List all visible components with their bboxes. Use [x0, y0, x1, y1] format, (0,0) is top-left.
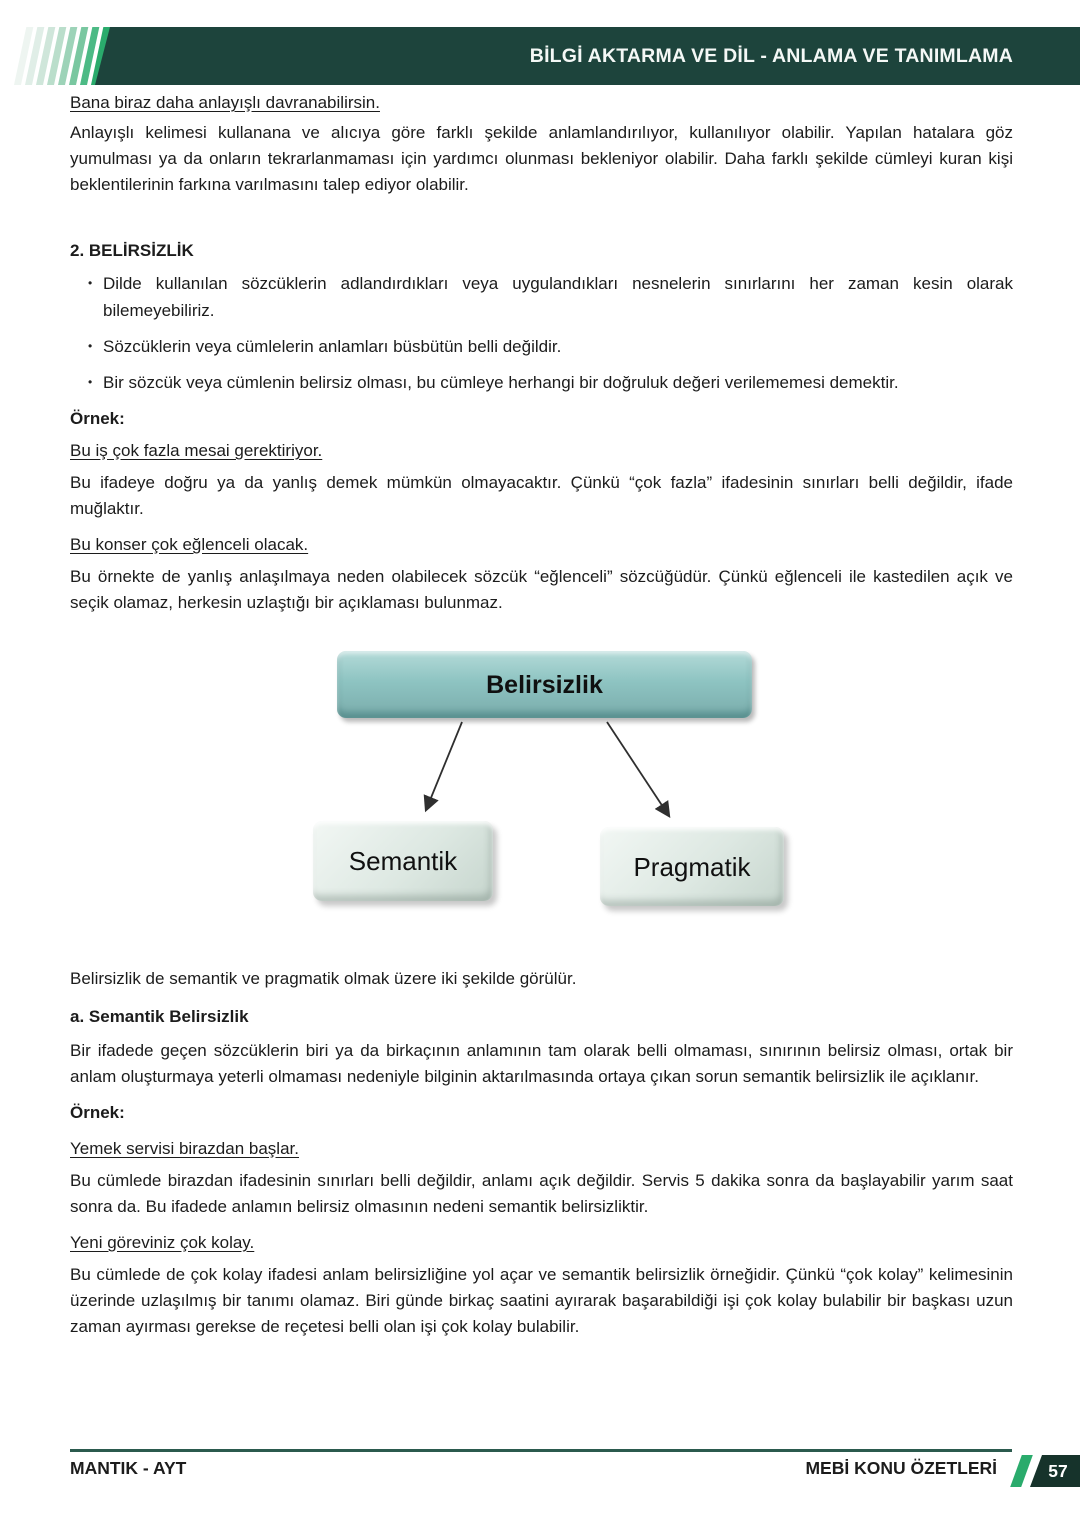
example-explanation: Bu cümlede birazdan ifadesinin sınırları…	[70, 1171, 1013, 1216]
section-2-heading: 2. BELİRSİZLİK	[70, 241, 194, 260]
example-sentence: Bu konser çok eğlenceli olacak.	[70, 535, 309, 554]
example-sentence: Bu iş çok fazla mesai gerektiriyor.	[70, 441, 323, 460]
header-bar: BİLGİ AKTARMA VE DİL - ANLAMA VE TANIMLA…	[95, 27, 1080, 85]
example-label: Örnek:	[70, 409, 125, 428]
intro-paragraph: Anlayışlı kelimesi kullanana ve alıcıya …	[70, 123, 1013, 194]
page-number-badge: 57	[1030, 1455, 1080, 1487]
section-a-paragraph: Bir ifadede geçen sözcüklerin biri ya da…	[70, 1041, 1013, 1086]
bullet-item: Dilde kullanılan sözcüklerin adlandırdık…	[88, 270, 1013, 324]
header-stripes-decoration	[14, 27, 111, 85]
diagram-node-label: Belirsizlik	[486, 670, 603, 699]
after-diagram-paragraph: Belirsizlik de semantik ve pragmatik olm…	[70, 969, 577, 988]
footer-rule	[70, 1449, 1012, 1452]
bullet-item: Sözcüklerin veya cümlelerin anlamları bü…	[88, 333, 1013, 360]
content: Bana biraz daha anlayışlı davranabilirsi…	[70, 90, 1013, 1340]
diagram-node-belirsizlik: Belirsizlik	[337, 651, 752, 718]
page-title: BİLGİ AKTARMA VE DİL - ANLAMA VE TANIMLA…	[529, 44, 1013, 67]
example-sentence: Yeni göreviniz çok kolay.	[70, 1233, 255, 1252]
footer-green-slant	[1010, 1455, 1033, 1487]
example-sentence: Yemek servisi birazdan başlar.	[70, 1139, 299, 1158]
diagram-node-semantik: Semantik	[313, 821, 493, 901]
concept-diagram: Belirsizlik Semantik Pragmatik	[70, 644, 1013, 936]
footer-left-label: MANTIK - AYT	[70, 1458, 187, 1478]
intro-example-heading: Bana biraz daha anlayışlı davranabilirsi…	[70, 93, 380, 112]
diagram-node-label: Pragmatik	[633, 851, 751, 882]
section-a-heading: a. Semantik Belirsizlik	[70, 1007, 249, 1026]
example-explanation: Bu cümlede de çok kolay ifadesi anlam be…	[70, 1265, 1013, 1336]
bullet-list: Dilde kullanılan sözcüklerin adlandırdık…	[70, 270, 1013, 396]
example-label: Örnek:	[70, 1103, 125, 1122]
page-number: 57	[1048, 1460, 1068, 1481]
footer-right-label: MEBİ KONU ÖZETLERİ	[805, 1458, 997, 1478]
page-header: BİLGİ AKTARMA VE DİL - ANLAMA VE TANIMLA…	[0, 27, 1080, 85]
example-explanation: Bu ifadeye doğru ya da yanlış demek mümk…	[70, 473, 1013, 518]
bullet-item: Bir sözcük veya cümlenin belirsiz olması…	[88, 369, 1013, 396]
diagram-node-label: Semantik	[348, 846, 458, 876]
diagram-node-pragmatik: Pragmatik	[600, 827, 784, 906]
diagram-arrows	[423, 721, 671, 819]
example-explanation: Bu örnekte de yanlış anlaşılmaya neden o…	[70, 567, 1013, 612]
